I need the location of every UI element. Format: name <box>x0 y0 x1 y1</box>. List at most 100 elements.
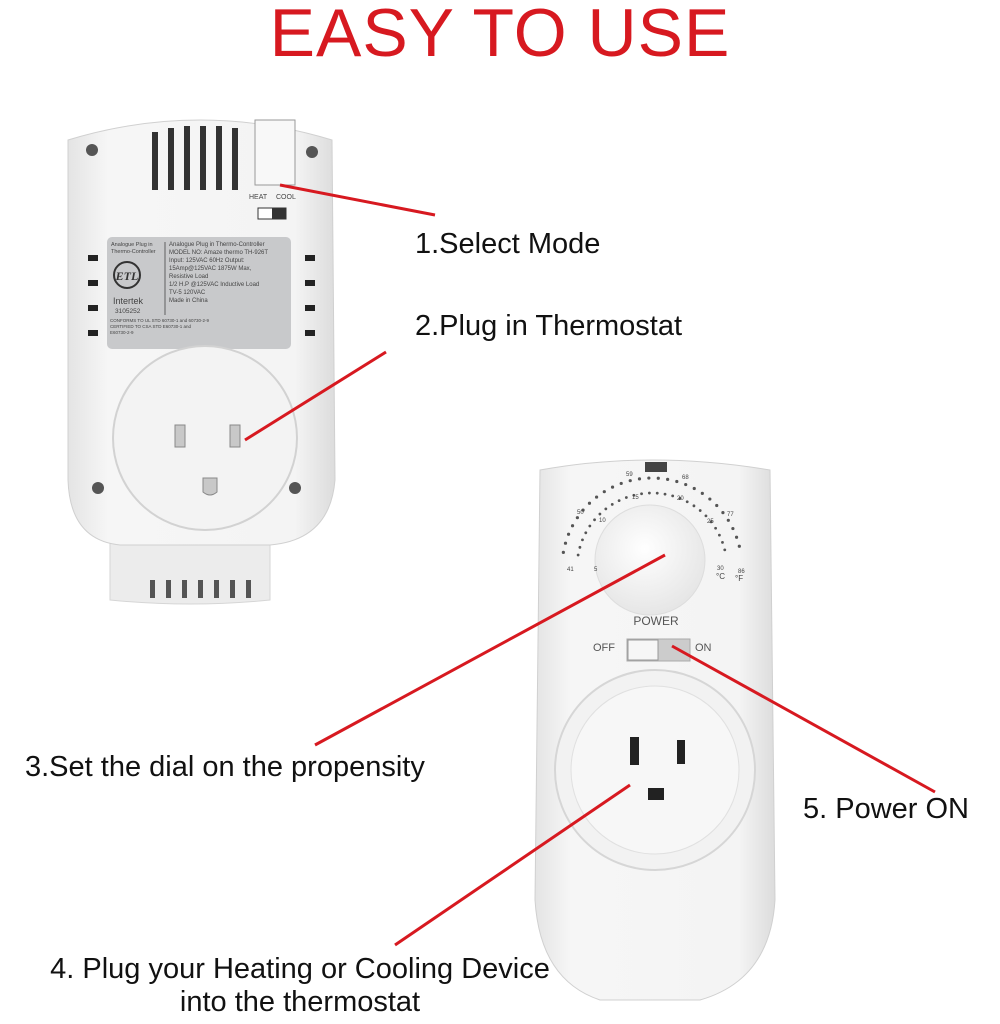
svg-text:°C: °C <box>716 572 725 581</box>
off-label: OFF <box>593 642 615 654</box>
svg-text:CERTIFIED TO CSA STD E60730-1: CERTIFIED TO CSA STD E60730-1 and <box>110 324 192 329</box>
dial-dot <box>700 491 704 495</box>
dial-dot <box>561 550 565 554</box>
dial-dot <box>617 499 621 502</box>
dial-dot <box>692 486 696 491</box>
dial-dot <box>671 494 675 498</box>
side-slots <box>88 255 315 336</box>
dial-dot <box>647 491 651 495</box>
svg-text:59: 59 <box>626 472 633 478</box>
outlet-socket-icon <box>630 737 685 800</box>
dial-dot <box>715 503 719 508</box>
dial-dot <box>578 545 582 549</box>
dial-scale <box>561 476 741 557</box>
page-title: EASY TO USE <box>269 0 731 71</box>
svg-text:41: 41 <box>567 567 574 573</box>
svg-text:Made in China: Made in China <box>169 298 208 304</box>
dial-dot <box>587 501 592 505</box>
dial-dot <box>610 502 614 506</box>
svg-text:3105252: 3105252 <box>115 308 141 315</box>
dial-dot <box>584 531 588 535</box>
step-3-set-dial: 3.Set the dial on the propensity <box>25 751 425 783</box>
power-label: POWER <box>633 614 679 628</box>
dial-dot <box>726 518 730 522</box>
pointer-lines <box>244 183 936 947</box>
dial-dot <box>723 548 727 552</box>
dial-dot <box>602 490 606 494</box>
svg-text:CONFORMS TO UL STD 60730-1 and: CONFORMS TO UL STD 60730-1 and 60730-2-9 <box>110 318 209 323</box>
svg-text:Resistive Load: Resistive Load <box>169 274 208 280</box>
dial-dot <box>598 512 602 516</box>
svg-text:15Amp@125VAC 1875W Max,: 15Amp@125VAC 1875W Max, <box>169 266 252 272</box>
dial-dot <box>610 485 615 489</box>
dial-dot <box>581 538 584 542</box>
on-label: ON <box>695 642 712 654</box>
dial-dot <box>624 496 628 499</box>
dial-dot <box>698 509 702 512</box>
dial-dot <box>718 533 721 537</box>
dial-dot <box>593 518 596 522</box>
svg-text:86: 86 <box>738 569 745 575</box>
step-4-line-2: into the thermostat <box>179 986 421 1018</box>
dial-dot <box>684 482 688 487</box>
dial-dot <box>721 510 725 515</box>
power-switch[interactable] <box>626 638 691 662</box>
bottom-vent <box>150 580 251 598</box>
svg-text:MODEL NO: Amaze thermo TH-926T: MODEL NO: Amaze thermo TH-926T <box>169 250 268 256</box>
svg-text:25: 25 <box>707 519 714 525</box>
dial-dot <box>604 507 608 511</box>
svg-text:Intertek: Intertek <box>113 296 144 306</box>
plug-prongs-icon <box>174 424 241 496</box>
dial-dot <box>570 524 575 528</box>
dial-dot <box>714 526 718 530</box>
rating-label: Analogue Plug in Thermo-Controller ETL I… <box>107 237 291 349</box>
dial-dot <box>619 481 623 486</box>
dial-dot <box>588 524 592 528</box>
svg-text:15: 15 <box>632 495 639 501</box>
dial-dot <box>563 541 568 545</box>
dial-dot <box>675 479 679 484</box>
dial-dot <box>628 479 632 483</box>
mode-switch-cover <box>254 119 296 186</box>
dial-dot <box>576 553 580 557</box>
screw-icon <box>86 144 318 494</box>
svg-text:50: 50 <box>577 510 584 516</box>
step-4-line-1: 4. Plug your Heating or Cooling Device <box>50 953 550 985</box>
mode-switch[interactable] <box>257 207 287 220</box>
cool-label: COOL <box>276 194 296 201</box>
svg-text:30: 30 <box>717 566 724 572</box>
svg-text:E60730-2-9: E60730-2-9 <box>110 330 134 335</box>
dial-dot <box>737 544 741 548</box>
dial-dot <box>575 516 579 520</box>
plug-base <box>112 345 298 531</box>
dial-dot <box>708 497 712 501</box>
svg-text:20: 20 <box>677 496 684 502</box>
dial-dot <box>709 520 713 524</box>
svg-text:77: 77 <box>727 512 734 518</box>
dial-dot <box>632 493 636 497</box>
dial-dot <box>692 504 696 508</box>
dial-dot <box>566 532 571 536</box>
thermostat-back-view: HEAT COOL Analogue Plug in Thermo-Contro… <box>67 119 336 605</box>
dial-dot <box>704 514 708 518</box>
svg-text:5: 5 <box>594 567 598 573</box>
dial-dot <box>734 535 739 539</box>
svg-text:68: 68 <box>682 475 689 481</box>
svg-text:1/2 H.P @125VAC Inductive Load: 1/2 H.P @125VAC Inductive Load <box>169 282 259 288</box>
dial-dot <box>685 500 689 504</box>
dial-dot <box>663 492 667 496</box>
step-4-plug-device: 4. Plug your Heating or Cooling Device i… <box>0 953 600 1019</box>
dial-dot <box>637 477 642 481</box>
svg-text:Thermo-Controller: Thermo-Controller <box>111 249 156 255</box>
svg-text:°F: °F <box>735 574 743 583</box>
dial-dot <box>721 540 724 544</box>
indicator-light <box>645 462 667 472</box>
dial-dot <box>640 492 643 496</box>
temperature-dial[interactable] <box>594 504 706 616</box>
svg-text:Input: 125VAC 60Hz Output:: Input: 125VAC 60Hz Output: <box>169 258 245 264</box>
svg-text:TV-5 120VAC: TV-5 120VAC <box>169 290 206 296</box>
dial-dot <box>666 477 670 481</box>
svg-text:10: 10 <box>599 518 606 524</box>
